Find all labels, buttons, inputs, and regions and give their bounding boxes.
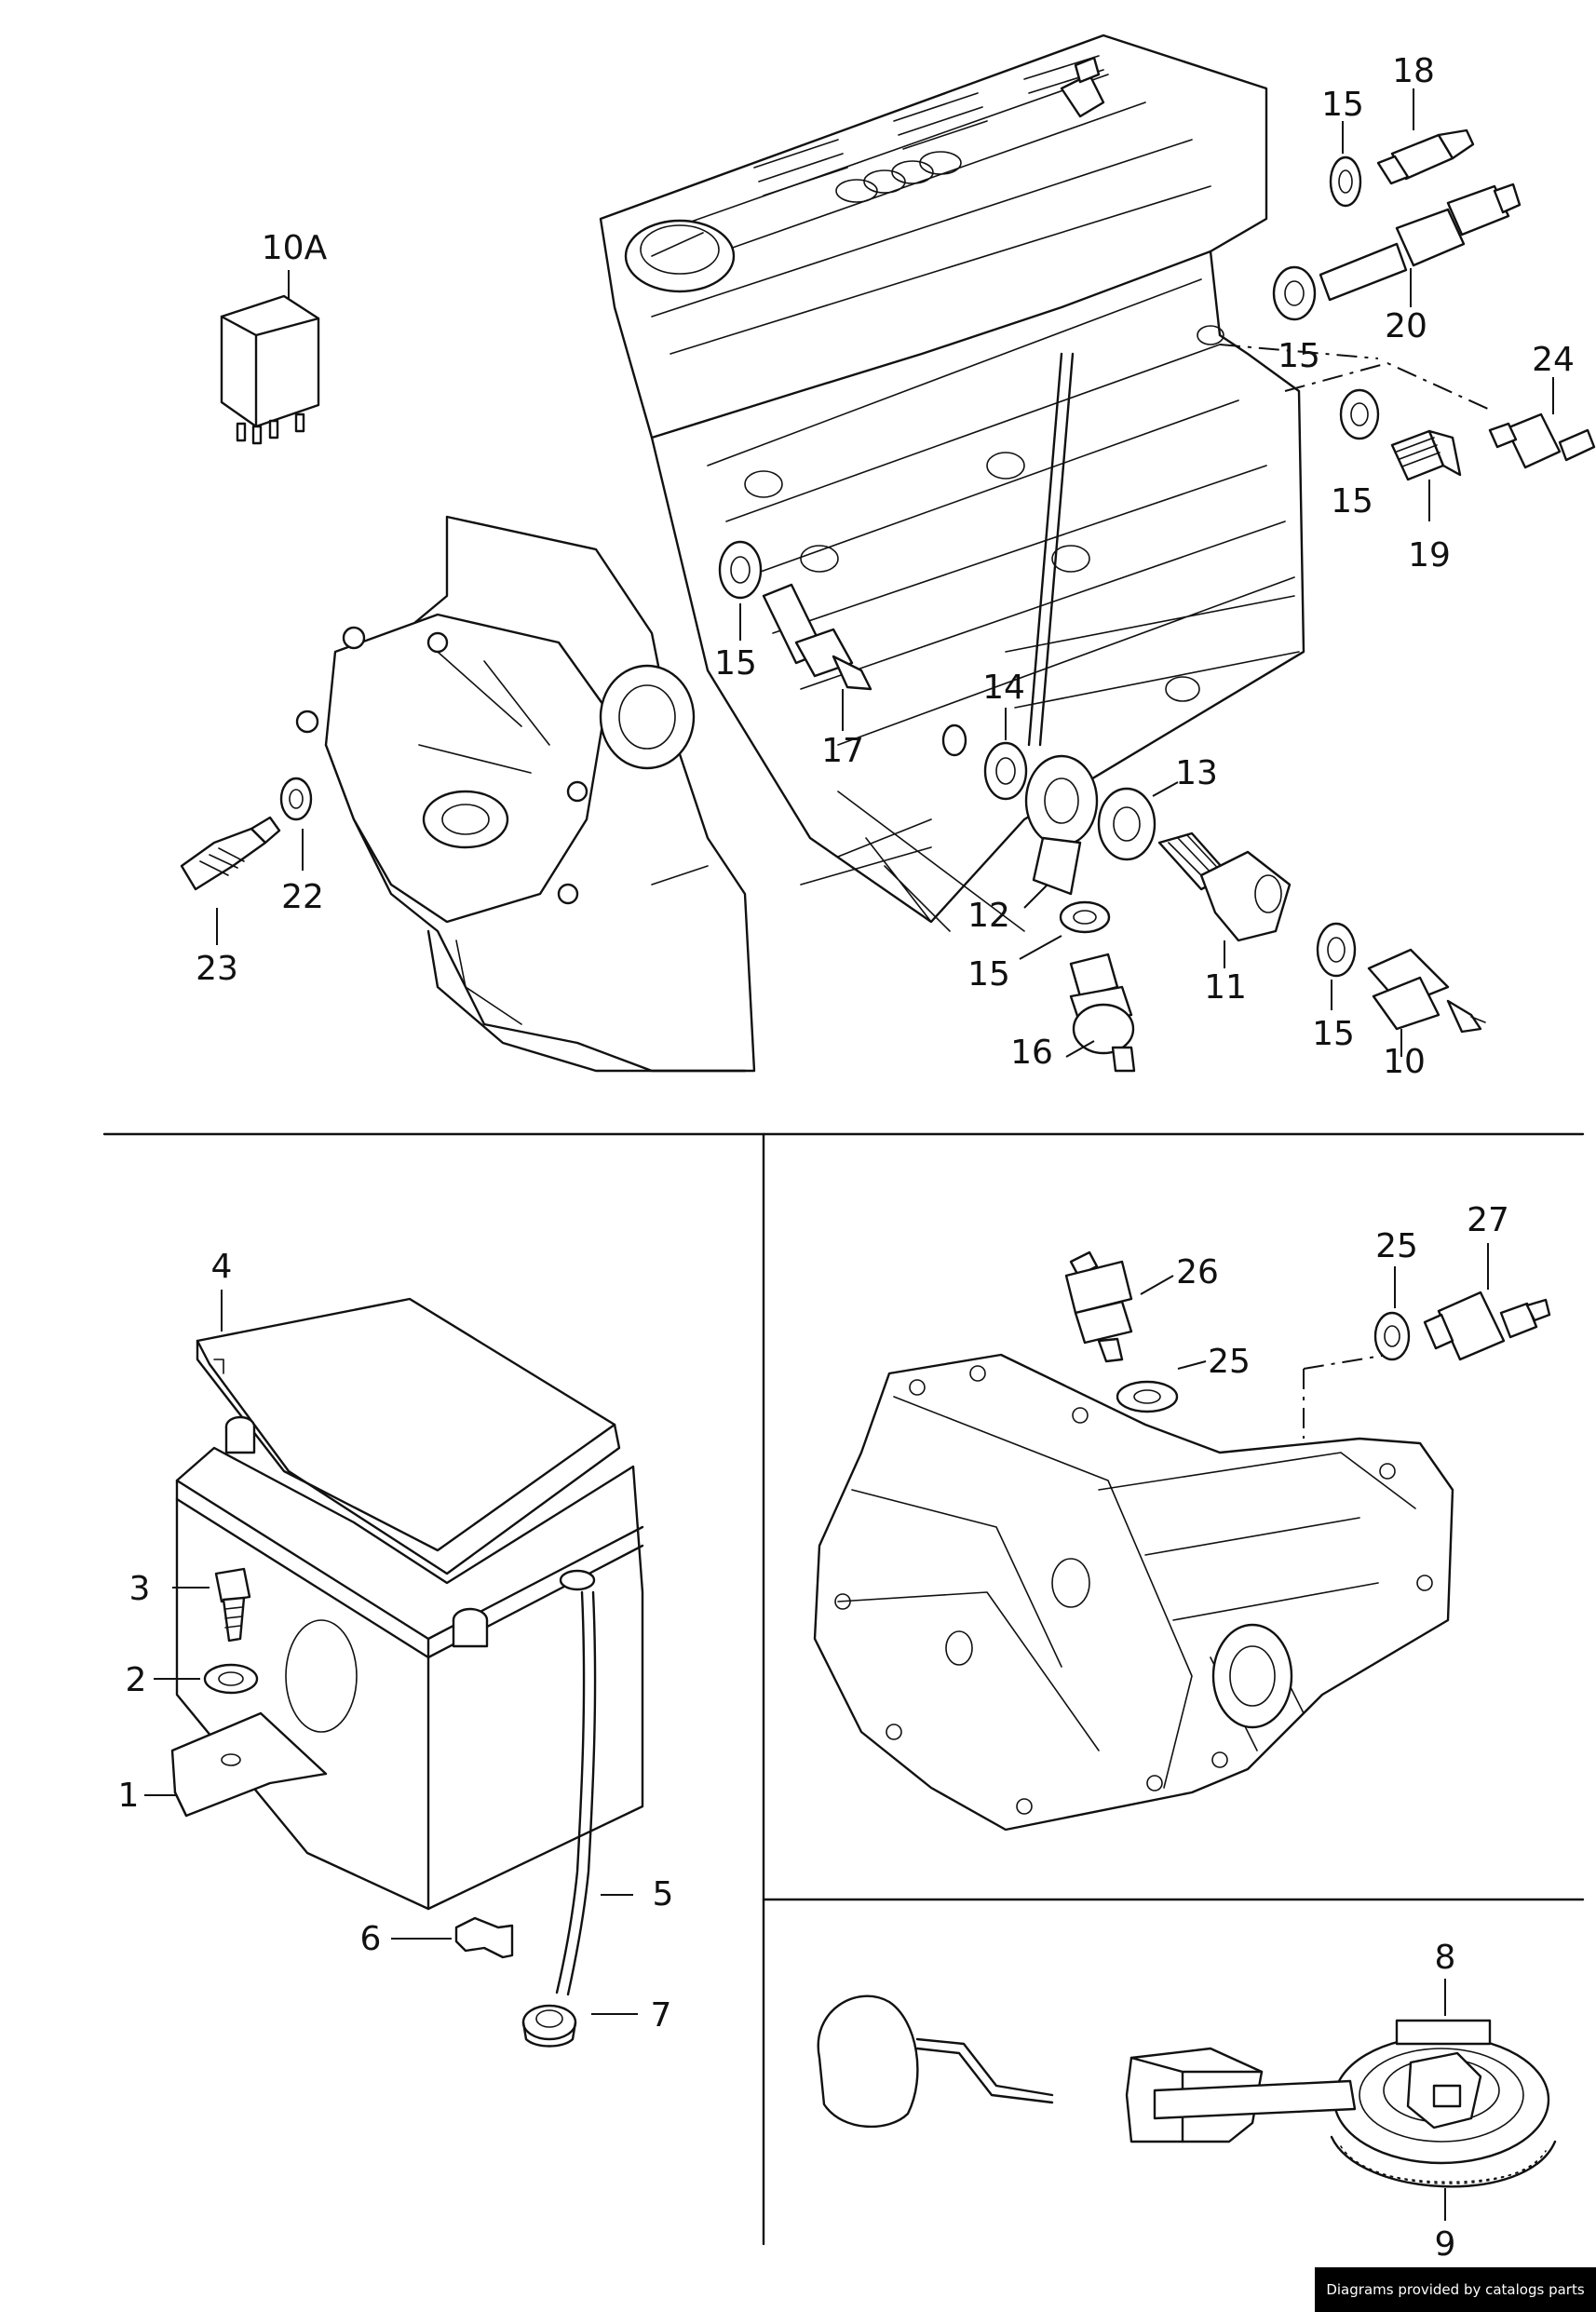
battery-drawing bbox=[175, 1290, 644, 1911]
callout-1: 1 bbox=[118, 1777, 140, 1815]
callout-18: 18 bbox=[1392, 52, 1435, 90]
sealing-ring-part-25-b bbox=[1373, 1266, 1411, 1361]
gearbox-housing-drawing bbox=[813, 1353, 1454, 1832]
banjo-bolt-part-11 bbox=[1157, 832, 1292, 968]
callout-4: 4 bbox=[211, 1248, 233, 1286]
callout-5: 5 bbox=[653, 1875, 674, 1913]
section-dividers bbox=[102, 1132, 1585, 2246]
sealing-ring-part-15-b bbox=[1272, 265, 1317, 321]
hold-down-clamp-part-1 bbox=[144, 1711, 328, 1818]
callout-10: 10 bbox=[1383, 1043, 1426, 1081]
plug-screw-part-19 bbox=[1390, 429, 1462, 521]
callout-2: 2 bbox=[126, 1661, 147, 1699]
clip-part-6 bbox=[391, 1916, 514, 1959]
sealing-ring-part-15-d bbox=[718, 540, 763, 641]
grommet-part-7 bbox=[521, 2004, 638, 2048]
credit-badge: Diagrams provided by catalogs parts bbox=[1315, 2267, 1596, 2312]
sealing-ring-part-13 bbox=[1097, 781, 1179, 861]
callout-10a: 10A bbox=[262, 229, 328, 267]
sealing-ring-part-15-f bbox=[1316, 922, 1357, 1010]
sealing-ring-part-22 bbox=[279, 777, 313, 871]
relay-part-10a bbox=[220, 270, 320, 445]
callout-15-e: 15 bbox=[967, 955, 1010, 994]
callout-15-a: 15 bbox=[1321, 86, 1364, 124]
callout-15-b: 15 bbox=[1278, 337, 1320, 375]
callout-labels: 10A 18 15 20 15 24 15 19 15 17 14 13 22 … bbox=[118, 52, 1575, 2264]
callout-9: 9 bbox=[1435, 2225, 1456, 2264]
timing-cover-and-oil-pump-drawing bbox=[295, 515, 932, 1073]
callout-8: 8 bbox=[1435, 1939, 1456, 1977]
sealing-ring-part-14 bbox=[941, 708, 1028, 801]
washer-part-2 bbox=[154, 1663, 259, 1695]
callout-24: 24 bbox=[1532, 341, 1575, 379]
vent-hose-part-5 bbox=[555, 1590, 633, 1996]
sender-part-24 bbox=[1219, 344, 1596, 469]
callout-25-a: 25 bbox=[1375, 1227, 1418, 1265]
callout-20: 20 bbox=[1385, 307, 1427, 345]
callout-27: 27 bbox=[1467, 1201, 1509, 1239]
callout-6: 6 bbox=[360, 1920, 382, 1958]
bolt-part-3 bbox=[172, 1567, 251, 1643]
callout-19: 19 bbox=[1408, 536, 1451, 575]
callout-11: 11 bbox=[1204, 968, 1247, 1007]
callout-15-c: 15 bbox=[1331, 482, 1373, 521]
callout-7: 7 bbox=[651, 1996, 672, 2035]
callout-14: 14 bbox=[982, 669, 1025, 707]
gasket-part-9 bbox=[1330, 2135, 1557, 2221]
banjo-union-part-12 bbox=[1023, 754, 1099, 909]
callout-26: 26 bbox=[1176, 1253, 1219, 1291]
callout-16: 16 bbox=[1010, 1034, 1053, 1072]
sender-part-23 bbox=[180, 816, 281, 945]
engine-block-drawing bbox=[599, 34, 1305, 932]
callout-12: 12 bbox=[967, 897, 1010, 935]
switch-part-27 bbox=[1423, 1243, 1551, 1361]
callout-22: 22 bbox=[281, 878, 324, 916]
fuel-gauge-sender-part-8 bbox=[817, 1979, 1550, 2165]
callout-15-d: 15 bbox=[714, 644, 757, 683]
callout-15-f: 15 bbox=[1312, 1015, 1355, 1053]
callout-3: 3 bbox=[129, 1570, 151, 1608]
temperature-sender-part-10 bbox=[1367, 948, 1486, 1057]
sealing-ring-part-15-e bbox=[1019, 900, 1111, 960]
oil-pressure-switch-part-16 bbox=[1065, 953, 1136, 1073]
callout-13: 13 bbox=[1175, 754, 1218, 792]
callout-25-b: 25 bbox=[1208, 1343, 1251, 1381]
sealing-ring-part-25-a bbox=[1116, 1360, 1207, 1413]
callout-17: 17 bbox=[821, 732, 864, 770]
oil-temperature-sender-part-20 bbox=[1319, 183, 1522, 307]
temperature-sender-part-18 bbox=[1376, 88, 1475, 185]
sealing-ring-part-15-a bbox=[1329, 121, 1362, 208]
callout-23: 23 bbox=[196, 950, 238, 988]
switch-part-26 bbox=[1064, 1251, 1174, 1363]
sender-part-17 bbox=[762, 583, 872, 731]
sealing-ring-part-15-c bbox=[1339, 388, 1380, 440]
